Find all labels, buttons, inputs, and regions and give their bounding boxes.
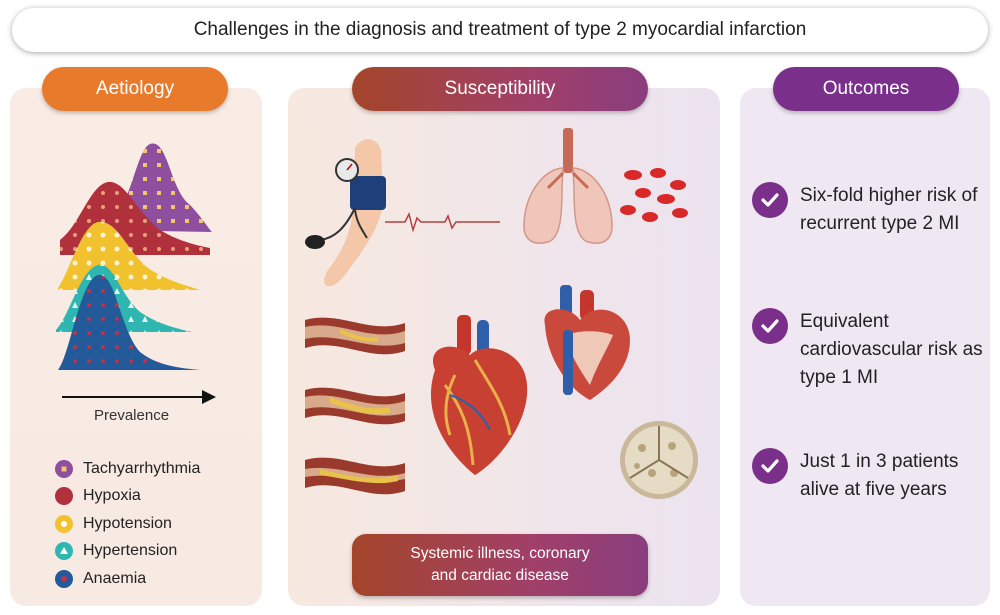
anaemia-swatch [55,569,73,588]
prevalence-arrow [62,390,216,404]
outcomes-header: Outcomes [773,67,959,111]
susceptibility-header: Susceptibility [352,67,648,111]
legend-label-hypoxia: Hypoxia [83,487,141,505]
aetiology-legend: Tachyarrhythmia Hypoxia Hypotension Hype… [55,455,200,593]
outcome-text-survival: Just 1 in 3 patients alive at five years [800,451,959,500]
tachyarrhythmia-swatch [55,459,73,478]
heart-cross-section-illustration [544,285,630,400]
figure-title: Challenges in the diagnosis and treatmen… [12,8,988,52]
hypoxia-swatch [55,487,73,506]
caption-line-2: and cardiac disease [431,567,569,584]
outcome-item-recurrence: Six-fold higher risk of recurrent type 2… [752,182,995,238]
legend-label-hypertension: Hypertension [83,542,178,560]
check-icon [752,308,788,344]
legend-item-tachyarrhythmia: Tachyarrhythmia [55,455,200,483]
legend-label-tachyarrhythmia: Tachyarrhythmia [83,459,201,477]
hypertension-swatch [55,542,73,561]
hypotension-swatch [55,514,73,533]
outcome-item-survival: Just 1 in 3 patients alive at five years [752,448,995,504]
legend-label-anaemia: Anaemia [83,569,147,587]
legend-item-hypertension: Hypertension [55,538,200,566]
aetiology-header: Aetiology [42,67,228,111]
anaemia-distribution [58,274,200,370]
prevalence-axis-label: Prevalence [94,407,170,424]
outcome-text-cardiovascular-risk: Equivalent cardiovascular risk as type 1… [800,311,983,388]
outcomes-panel [740,88,990,606]
outcome-item-cardiovascular-risk: Equivalent cardiovascular risk as type 1… [752,308,995,392]
lungs-illustration [523,128,613,244]
blood-pressure-cuff-illustration [305,139,500,287]
legend-item-hypotension: Hypotension [55,510,200,538]
legend-item-hypoxia: Hypoxia [55,483,200,511]
heart-coronary-illustration [430,315,528,475]
outcome-text-recurrence: Six-fold higher risk of recurrent type 2… [800,185,978,234]
prevalence-ridgeline-plot [56,143,216,404]
susceptibility-caption: Systemic illness, coronary and cardiac d… [352,534,648,596]
check-icon [752,448,788,484]
legend-label-hypotension: Hypotension [83,514,172,532]
caption-line-1: Systemic illness, coronary [410,545,590,562]
coronary-artery-plaque-illustration [305,317,405,495]
red-blood-cells-illustration [620,168,688,222]
check-icon [752,182,788,218]
legend-item-anaemia: Anaemia [55,565,200,593]
valve-illustration [620,421,698,499]
